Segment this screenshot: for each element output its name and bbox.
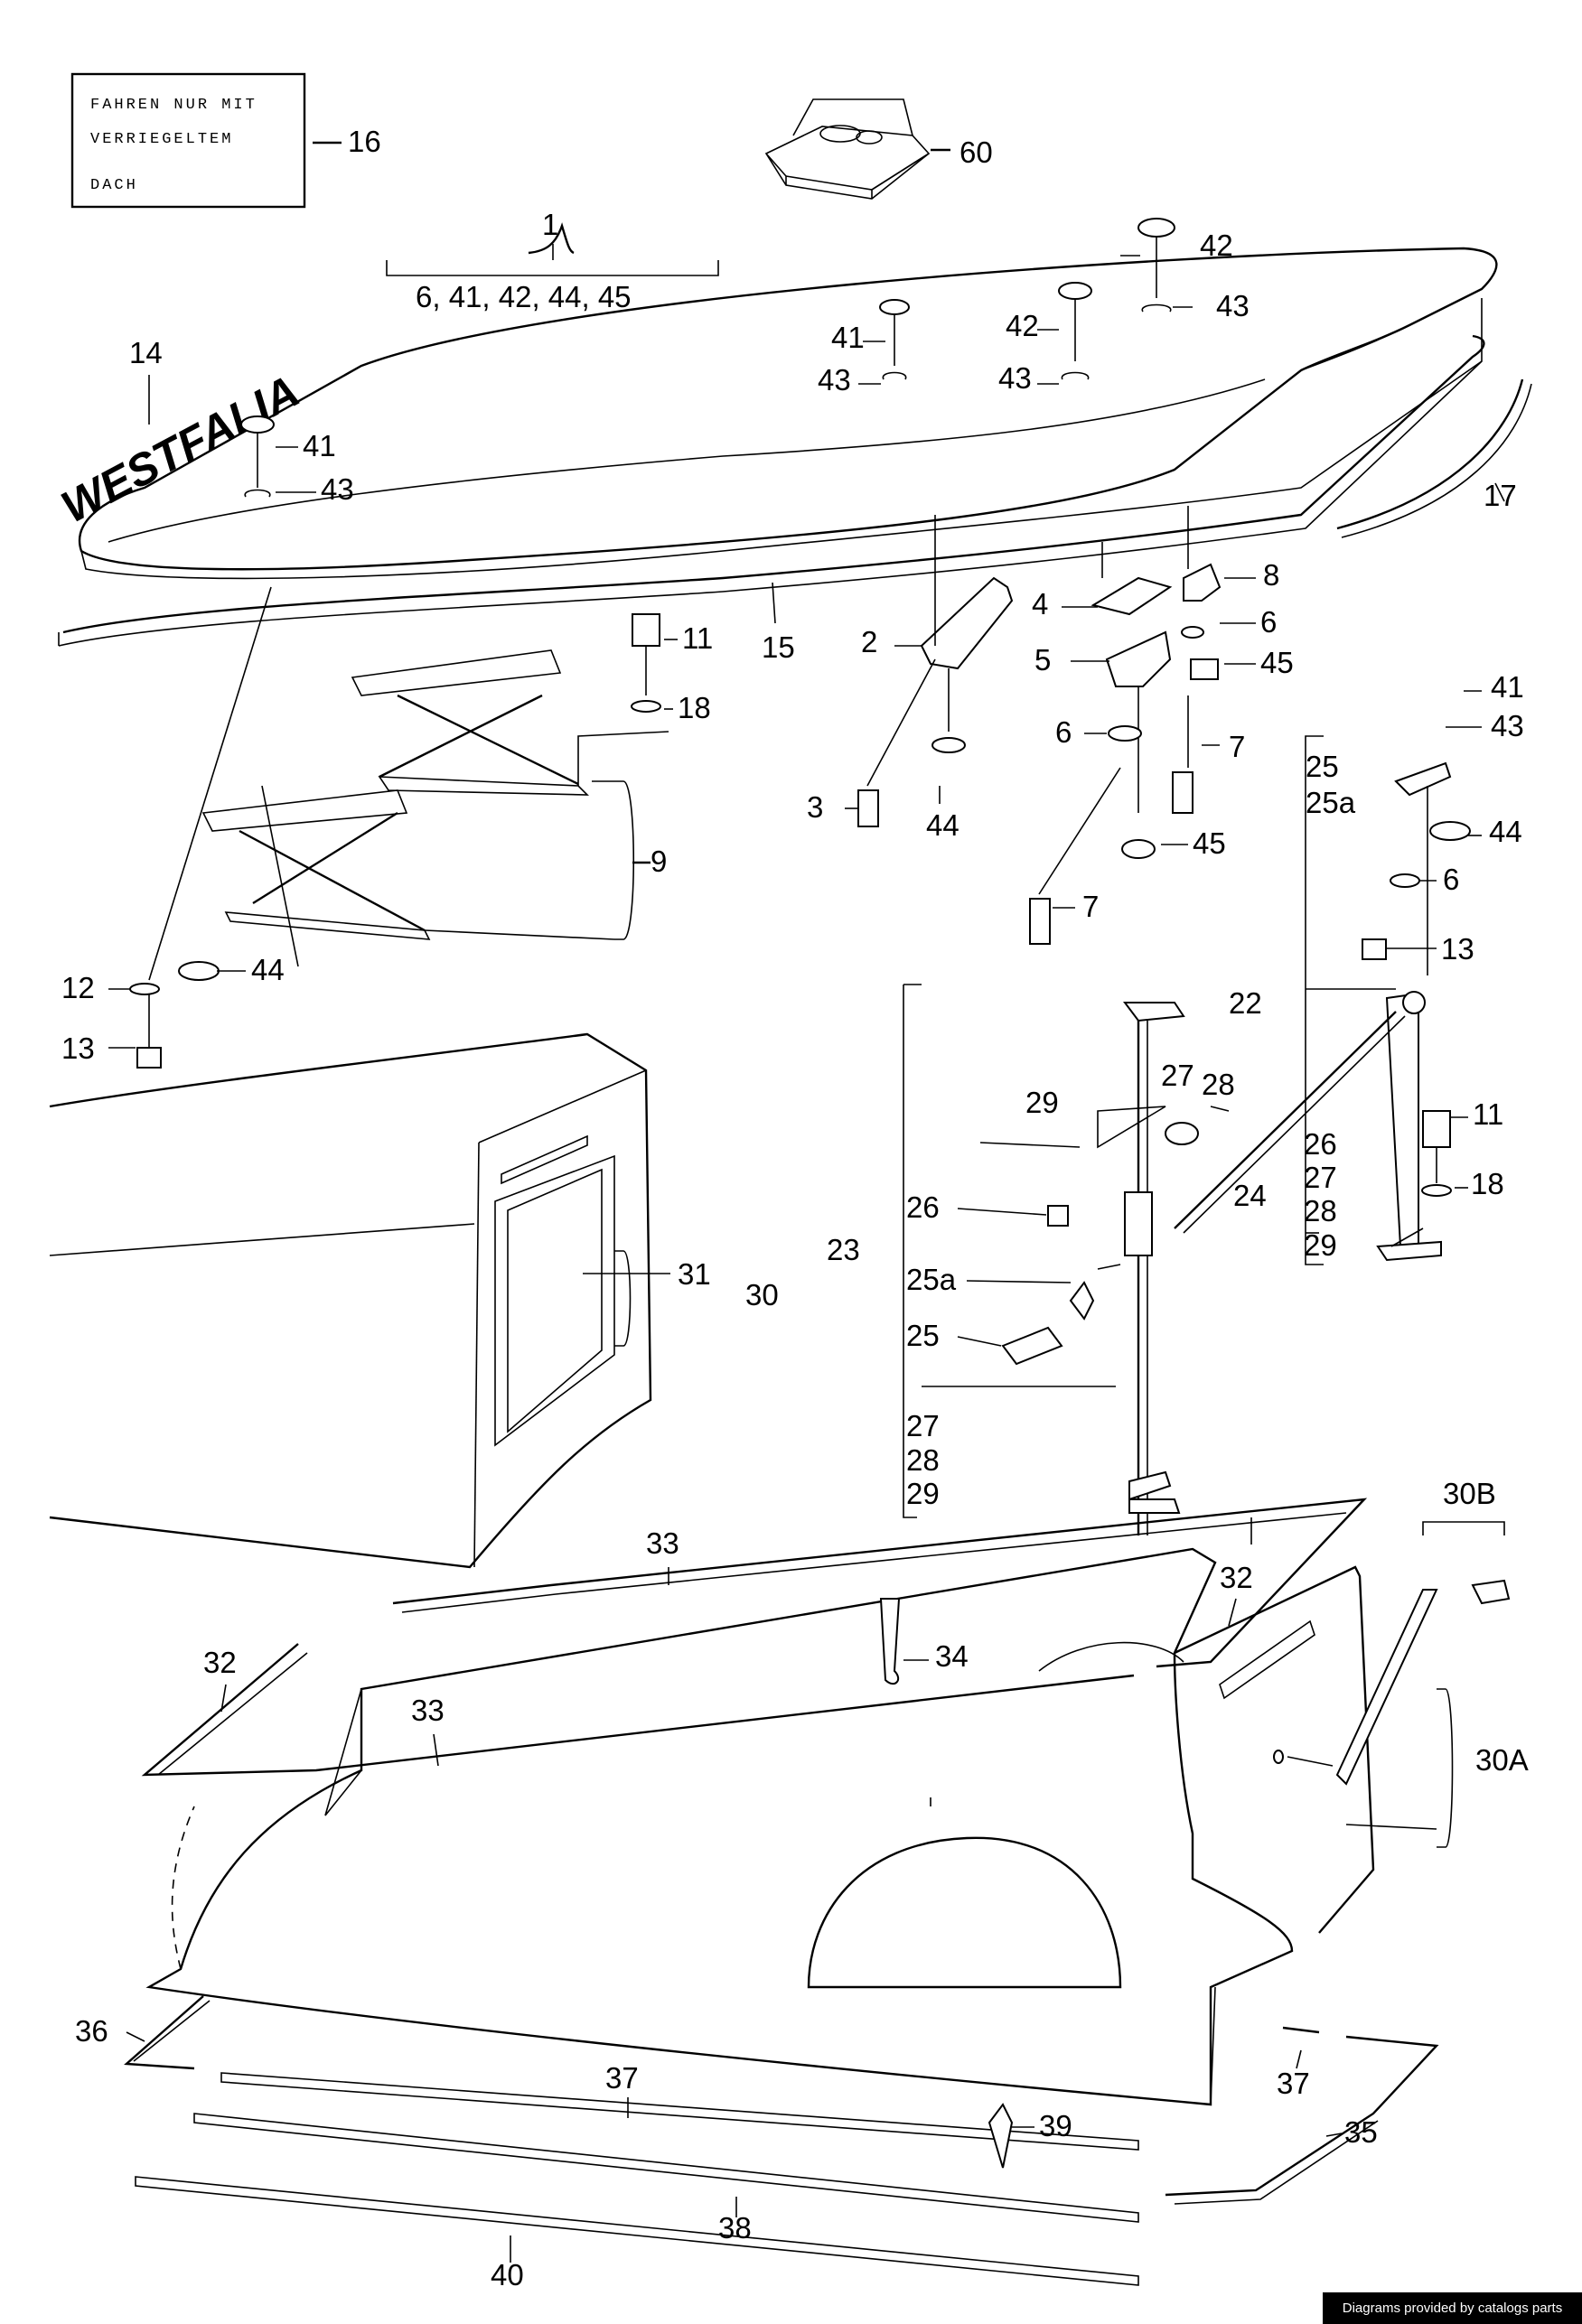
callout: 28	[1304, 1194, 1337, 1227]
callout: 24	[1233, 1179, 1267, 1212]
callout: 45	[1193, 826, 1226, 860]
callout: 23	[827, 1233, 860, 1266]
callout: 18	[1471, 1167, 1504, 1200]
callout: 38	[718, 2211, 752, 2245]
callout: 40	[491, 2258, 524, 2291]
callout: 13	[1441, 932, 1474, 966]
callout: 60	[959, 135, 993, 169]
callout: 14	[129, 336, 163, 369]
callout: 30A	[1475, 1743, 1529, 1777]
sign-line-3: DACH	[90, 177, 138, 194]
callout: 27	[1161, 1059, 1194, 1092]
callout: 25a	[1306, 786, 1356, 819]
side-clip	[1273, 1521, 1511, 1848]
callout: 1	[542, 208, 558, 241]
callout: 34	[935, 1639, 969, 1673]
callout: 30	[745, 1278, 779, 1311]
callout: 3	[807, 790, 823, 824]
callout: 43	[321, 472, 354, 506]
callout: 4	[1032, 587, 1048, 621]
callout: 41	[1491, 670, 1524, 704]
callout: 25a	[906, 1263, 957, 1296]
callout-labels: 16 60 1 42 43 41 43 42 43 14 41 43 17 15…	[61, 125, 1529, 2291]
callout: 17	[1484, 479, 1517, 512]
callout: 28	[906, 1443, 940, 1477]
callout: 12	[61, 971, 95, 1004]
callout: 41	[303, 429, 336, 462]
callout: 37	[1277, 2067, 1310, 2100]
callout: 32	[1220, 1561, 1253, 1594]
callout: 25	[1306, 750, 1339, 783]
callout: 44	[1489, 815, 1522, 848]
callout: 6	[1443, 863, 1459, 896]
callout: 2	[861, 625, 877, 658]
sign-line-1: FAHREN NUR MIT	[90, 97, 257, 114]
callout: 29	[1025, 1086, 1059, 1119]
roof-bolts	[240, 218, 1175, 498]
group-brackets	[614, 735, 1396, 1518]
side-panel	[49, 1032, 652, 1569]
callout: 31	[678, 1257, 711, 1291]
callout: 45	[1260, 646, 1294, 679]
callout: 43	[998, 361, 1032, 395]
left-fasteners	[129, 586, 661, 1069]
kit-group-label: 6, 41, 42, 44, 45	[416, 280, 632, 313]
callout: 36	[75, 2014, 108, 2048]
callout: 13	[61, 1031, 95, 1065]
lower-seals	[124, 1598, 1439, 2286]
warning-sign: FAHREN NUR MIT VERRIEGELTEM DACH	[70, 72, 342, 209]
parts-box	[764, 98, 950, 200]
callout: 41	[831, 321, 865, 354]
roof-shell: WESTFALIA	[53, 222, 1532, 647]
callout: 42	[1006, 309, 1039, 342]
callout: 16	[348, 125, 381, 158]
callout: 27	[906, 1409, 940, 1442]
bottom-tub	[145, 1547, 1375, 2106]
callout: 37	[605, 2061, 639, 2095]
callout: 44	[926, 808, 959, 842]
callout: 11	[682, 621, 713, 655]
callout: 39	[1039, 2109, 1072, 2142]
callout: 11	[1473, 1097, 1503, 1131]
scissor-lift	[201, 649, 669, 940]
callout: 32	[203, 1646, 237, 1679]
support-strut	[979, 761, 1471, 1535]
sign-line-2: VERRIEGELTEM	[90, 131, 233, 148]
callout: 7	[1082, 890, 1099, 923]
callout: 35	[1344, 2115, 1378, 2149]
callout: 7	[1229, 730, 1245, 763]
callout: 18	[678, 691, 711, 724]
callout: 26	[1304, 1127, 1337, 1161]
callout: 33	[646, 1526, 679, 1560]
callout: 33	[411, 1694, 445, 1727]
callout: 30B	[1443, 1477, 1496, 1510]
callout: 6	[1260, 605, 1277, 639]
callout: 43	[818, 363, 851, 397]
callout: 15	[762, 630, 795, 664]
callout: 6	[1055, 715, 1072, 749]
callout: 28	[1202, 1068, 1235, 1101]
callout: 43	[1491, 709, 1524, 742]
callout: 42	[1200, 229, 1233, 262]
callout: 9	[651, 845, 667, 878]
callout: 29	[1304, 1228, 1337, 1262]
callout: 25	[906, 1319, 940, 1352]
latch-hardware	[857, 506, 1222, 945]
leader-lines	[108, 255, 1505, 2263]
credit-banner: Diagrams provided by catalogs parts	[1323, 2292, 1582, 2324]
callout: 8	[1263, 558, 1279, 592]
callout: 22	[1229, 986, 1262, 1020]
callout: 29	[906, 1477, 940, 1510]
callout: 44	[251, 953, 285, 986]
callout: 26	[906, 1190, 940, 1224]
callout: 27	[1304, 1161, 1337, 1194]
callout: 43	[1216, 289, 1250, 322]
callout: 5	[1034, 643, 1051, 677]
